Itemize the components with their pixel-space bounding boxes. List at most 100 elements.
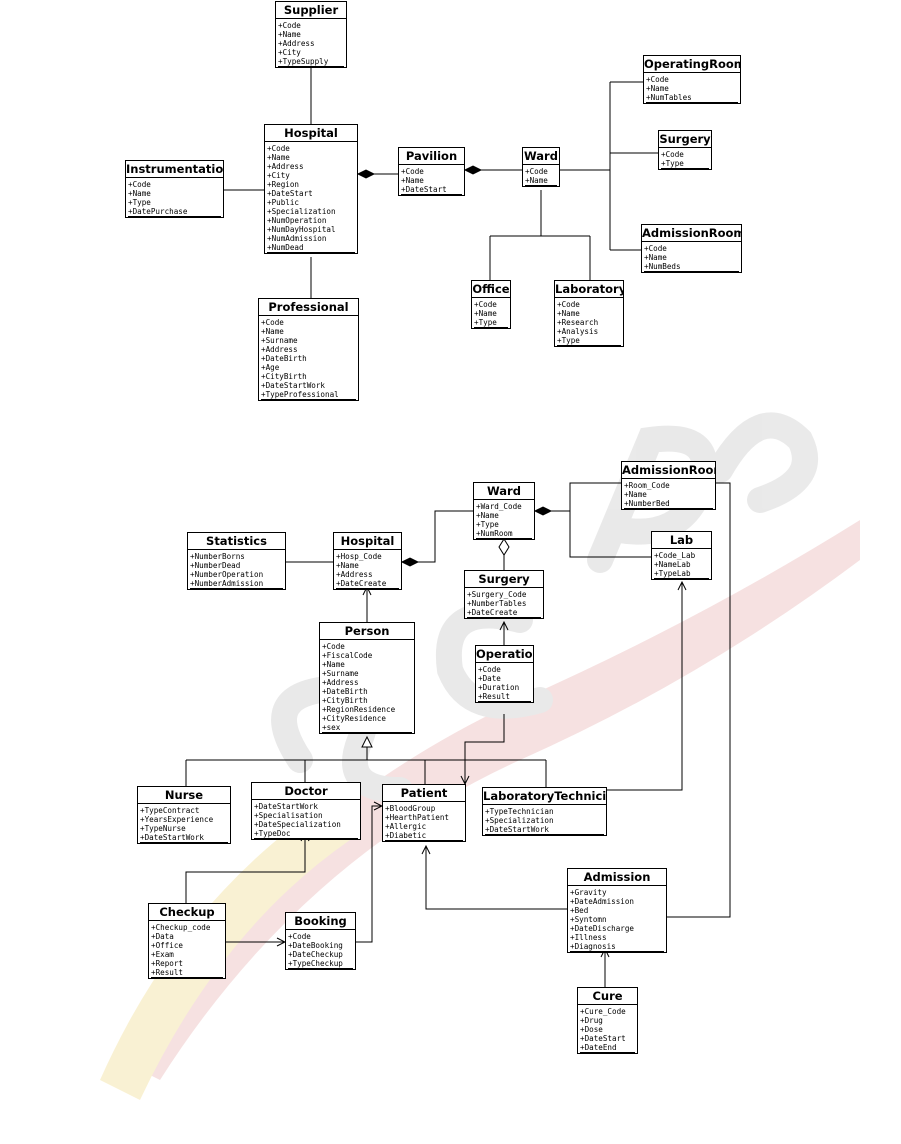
attribute-row: +Gravity (570, 888, 607, 897)
attribute-list: +TypeTechnician+Specialization+DateStart… (483, 805, 606, 835)
attribute-list: +Code+Name+Type+DatePurchase (126, 178, 223, 217)
attribute-list: +Code+Name+NumBeds (642, 242, 741, 272)
attribute-row: +Type (128, 198, 151, 207)
attribute-row: +Name (474, 309, 497, 318)
class-name: Person (320, 623, 414, 640)
attribute-row: +Name (644, 253, 667, 262)
class-pavilion: Pavilion+Code+Name+DateStart (398, 147, 465, 196)
attribute-row: +NumDead (267, 243, 355, 253)
attribute-row: +Code (322, 642, 345, 651)
attribute-row: +YearsExperience (140, 815, 214, 824)
attribute-row: +Code (267, 144, 290, 153)
attribute-list: +Code+Name+Research+Analysis+Type (555, 298, 623, 346)
attribute-row: +Code (646, 75, 669, 84)
class-hospital-2: Hospital+Hosp_Code+Name+Address+DateCrea… (333, 532, 402, 590)
class-surgery-2: Surgery+Surgery_Code+NumberTables+DateCr… (464, 570, 544, 619)
class-name: Booking (286, 913, 355, 930)
class-name: AdmissionRoom (642, 226, 742, 242)
attribute-list: +Room_Code+Name+NumberBed (622, 479, 715, 509)
attribute-row: +NumTables (646, 93, 738, 103)
attribute-row: +Code (401, 167, 424, 176)
class-name: Hospital (334, 533, 401, 550)
attribute-row: +TypeNurse (140, 824, 186, 833)
attribute-row: +DateBirth (261, 354, 307, 363)
attribute-list: +Code+Date+Duration+Result (476, 663, 533, 702)
link-ward-lab (569, 511, 651, 558)
class-operatingroom: OperatingRoom+Code+Name+NumTables (643, 55, 741, 104)
class-cure: Cure+Cure_Code+Drug+Dose+DateStart+DateE… (577, 987, 638, 1054)
attribute-row: +sex (322, 723, 412, 733)
attribute-row: +Code (474, 300, 497, 309)
attribute-row: +Code (557, 300, 580, 309)
attribute-row: +Date (478, 674, 501, 683)
attribute-row: +Result (151, 968, 223, 978)
class-patient: Patient+BloodGroup+HearthPatient+Allergi… (382, 784, 466, 842)
attribute-row: +NumBeds (644, 262, 739, 272)
attribute-row: +NumberOperation (190, 570, 264, 579)
class-ward: Ward+Code+Name (522, 147, 560, 187)
class-name: Operation (476, 647, 533, 663)
class-name: Cure (578, 988, 637, 1005)
attribute-row: +Code (288, 932, 311, 941)
class-statistics: Statistics+NumberBorns+NumberDead+Number… (187, 532, 286, 590)
attribute-row: +NumberBorns (190, 552, 245, 561)
attribute-row: +Surgery_Code (467, 590, 527, 599)
attribute-row: +DateCreate (467, 608, 541, 618)
attribute-list: +Code+Name+Surname+Address+DateBirth+Age… (259, 316, 358, 400)
attribute-row: +TypeProfessional (261, 390, 356, 400)
attribute-row: +Specialization (485, 816, 554, 825)
attribute-list: +BloodGroup+HearthPatient+Allergic+Diabe… (383, 802, 465, 841)
attribute-row: +Address (261, 345, 298, 354)
attribute-row: +Specialisation (254, 811, 323, 820)
attribute-row: +Type (476, 520, 499, 529)
class-name: Surgery (465, 571, 543, 588)
class-checkup: Checkup+Checkup_code+Data+Office+Exam+Re… (148, 903, 226, 979)
attribute-row: +DateStartWork (140, 833, 228, 843)
attribute-row: +DateStart (580, 1034, 626, 1043)
inherit-triangle-person (361, 735, 373, 748)
class-name: Pavilion (399, 148, 464, 165)
attribute-row: +City (267, 171, 290, 180)
attribute-row: +Surname (322, 669, 359, 678)
attribute-list: +Checkup_code+Data+Office+Exam+Report+Re… (149, 921, 225, 978)
attribute-row: +Name (646, 84, 669, 93)
attribute-list: +DateStartWork+Specialisation+DateSpecia… (252, 800, 360, 839)
attribute-list: +Code+DateBooking+DateCheckup+TypeChecku… (286, 930, 355, 969)
attribute-row: +DateDischarge (570, 924, 635, 933)
attribute-row: +Allergic (385, 822, 427, 831)
class-name: Admission (568, 869, 666, 886)
attribute-list: +Ward_Code+Name+Type+NumRoom (474, 500, 534, 539)
attribute-row: +DateStart (401, 185, 462, 195)
class-name: Laboratory (555, 282, 624, 298)
attribute-row: +Room_Code (624, 481, 670, 490)
attribute-row: +Address (322, 678, 359, 687)
attribute-row: +CityBirth (261, 372, 307, 381)
attribute-row: +CityResidence (322, 714, 387, 723)
class-professional: Professional+Code+Name+Surname+Address+D… (258, 298, 359, 401)
attribute-row: +Duration (478, 683, 520, 692)
attribute-list: +Code+Name+NumTables (644, 73, 740, 103)
attribute-row: +Code (261, 318, 284, 327)
attribute-list: +Code_Lab+NameLab+TypeLab (652, 549, 711, 579)
diamond-hospital-ward (400, 557, 420, 567)
attribute-row: +Syntomn (570, 915, 607, 924)
attribute-row: +Address (278, 39, 315, 48)
attribute-list: +Code+Name+DateStart (399, 165, 464, 195)
attribute-row: +NumRoom (476, 529, 532, 539)
watermark-letter-e (707, 412, 818, 513)
class-supplier: Supplier+Code+Name+Address+City+TypeSupp… (275, 1, 347, 68)
diamond-hospital-pavilion (356, 169, 376, 179)
class-name: Office (472, 282, 510, 298)
diamond-pavilion-ward (463, 165, 483, 175)
attribute-row: +DateCheckup (288, 950, 343, 959)
class-nurse: Nurse+TypeContract+YearsExperience+TypeN… (137, 786, 231, 844)
attribute-row: +Type (661, 159, 709, 169)
attribute-row: +DateStart (267, 189, 313, 198)
attribute-row: +Cure_Code (580, 1007, 626, 1016)
attribute-row: +Name (267, 153, 290, 162)
attribute-list: +Code+Name (523, 165, 559, 186)
attribute-row: +BloodGroup (385, 804, 436, 813)
attribute-row: +TypeCheckup (288, 959, 353, 969)
attribute-row: +TypeContract (140, 806, 200, 815)
attribute-row: +DateBooking (288, 941, 343, 950)
